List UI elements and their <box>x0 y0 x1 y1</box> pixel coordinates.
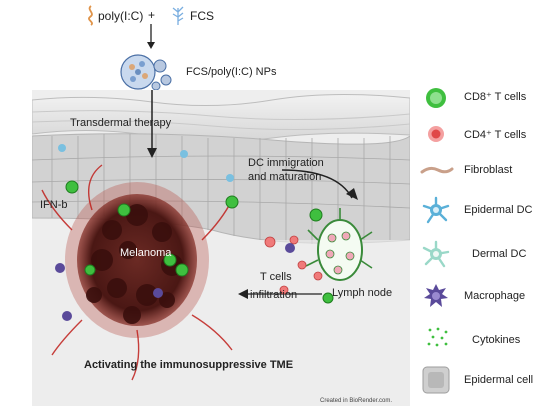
lymph-node-shape <box>305 208 373 281</box>
fcs-label: FCS <box>190 9 214 23</box>
tme-label: Activating the immunosuppressive TME <box>84 359 293 371</box>
legend-label-epidermal-dc: Epidermal DC <box>464 204 533 216</box>
cd4-t-cell-icon <box>428 126 444 142</box>
legend-label-cd8: CD8⁺ T cells <box>464 91 527 103</box>
legend-label-cd4: CD4⁺ T cells <box>464 129 527 141</box>
transdermal-label: Transdermal therapy <box>70 117 172 129</box>
down-arrow-top <box>147 24 155 49</box>
ifn-label: IFN-b <box>40 199 68 211</box>
plus-sign: + <box>148 8 156 22</box>
legend-label-fibroblast: Fibroblast <box>464 164 513 176</box>
legend-label-dermal-dc: Dermal DC <box>472 248 527 260</box>
polyic-label: poly(I:C) <box>98 9 144 23</box>
tcells-label-1: T cells <box>260 271 292 283</box>
dc-migration-label-1: DC immigration <box>248 157 324 169</box>
cd4-cells <box>264 235 323 295</box>
macrophage-icon <box>424 284 448 307</box>
legend-label-macrophage: Macrophage <box>464 290 526 302</box>
cd8-cells <box>65 180 334 304</box>
polyic-strand-icon <box>88 5 93 26</box>
legend-label-epidermal-cell: Epidermal cell <box>464 374 534 386</box>
cd8-t-cell-icon <box>426 88 446 108</box>
legend: CD8⁺ T cells CD4⁺ T cells Fibroblast Epi… <box>420 82 548 402</box>
melanoma-tumor <box>41 164 233 381</box>
fcs-molecule-icon <box>172 6 184 25</box>
macrophages <box>55 243 295 321</box>
tcells-label-2: infiltration <box>250 289 297 301</box>
epidermal-cell-grid <box>32 134 410 244</box>
legend-label-cytokines: Cytokines <box>472 334 521 346</box>
epidermal-dc-icon <box>422 196 450 224</box>
credit-label: Created in BioRender.com. <box>320 398 392 404</box>
skin-scene: IFN-b Melanoma Transdermal therapy DC im… <box>32 90 410 406</box>
dc-migration-label-2: and maturation <box>248 171 321 183</box>
lymph-node-label: Lymph node <box>332 287 392 299</box>
epidermal-dcs <box>58 144 234 182</box>
nanoparticles-icon <box>120 54 172 91</box>
cytokines-icon <box>427 327 448 347</box>
melanoma-label: Melanoma <box>120 247 172 259</box>
dermal-dc-icon <box>422 240 450 268</box>
nps-label: FCS/poly(I:C) NPs <box>186 66 277 78</box>
epidermal-cell-icon <box>422 366 450 394</box>
fibroblast-icon <box>420 166 454 174</box>
